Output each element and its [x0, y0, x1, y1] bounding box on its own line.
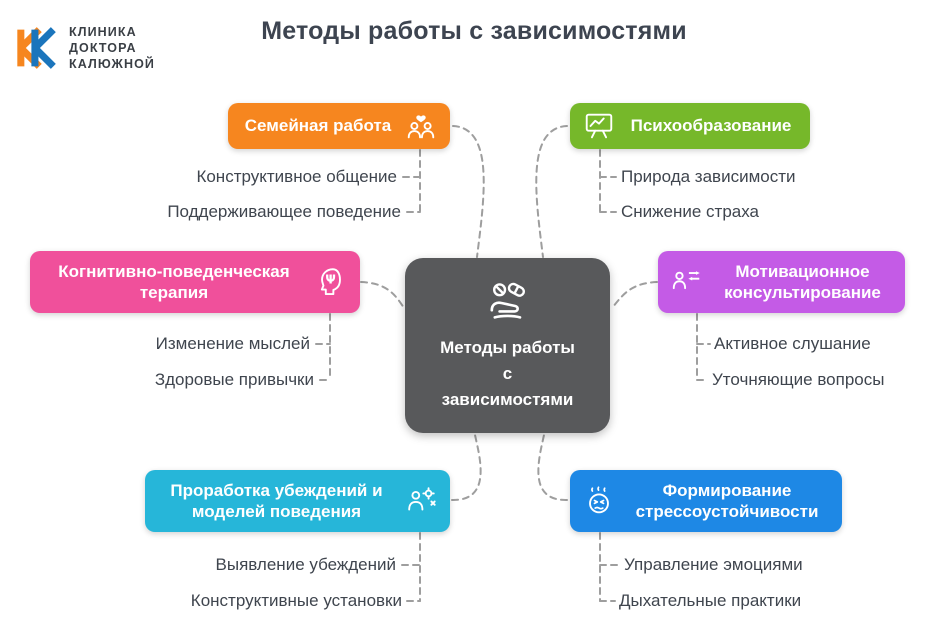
- beliefs-sub-item-1: Выявление убеждений: [215, 555, 396, 574]
- head-psi-icon: Ψ: [320, 268, 341, 296]
- clinic-logo-text: КЛИНИКА ДОКТОРА КАЛЮЖНОЙ: [69, 24, 155, 73]
- connector-psychoeducation-center: [535, 125, 568, 258]
- branch-psychoeducation-label: Психообразование: [630, 116, 792, 136]
- stress-sub-item-2: Дыхательные практики: [619, 591, 802, 610]
- family-sub-item-2: Поддерживающее поведение: [167, 202, 401, 221]
- branch-stress: Формирование стрессоустойчивости: [570, 470, 842, 532]
- connector-cbt-center: [360, 281, 405, 309]
- counseling-arrows-icon: [672, 271, 700, 290]
- connectors-group: [315, 125, 711, 602]
- center-label-line-2: с: [502, 363, 513, 383]
- center-node: Методы работы с зависимостями: [405, 258, 610, 433]
- branch-motivational-label-line-2: консультирование: [724, 283, 881, 302]
- branch-motivational-label-line-1: Мотивационное: [735, 261, 870, 281]
- cbt-sub-item-1: Изменение мыслей: [155, 334, 310, 353]
- center-label-line-1: Методы работы: [440, 337, 575, 357]
- stressed-face-icon: [589, 486, 609, 514]
- motivational-sub-item-2: Уточняющие вопросы: [712, 370, 885, 389]
- connector-motivational-center: [611, 281, 658, 309]
- svg-text:Ψ: Ψ: [325, 272, 335, 286]
- psychoeducation-sub-item-1: Природа зависимости: [621, 167, 796, 186]
- psychoeducation-sub-item-2: Снижение страха: [621, 202, 760, 221]
- page-title: Методы работы с зависимостями: [261, 17, 687, 45]
- logo-line-1: КЛИНИКА: [69, 24, 137, 39]
- branch-psychoeducation: Психообразование: [570, 103, 810, 149]
- center-label: Методы работы с зависимостями: [440, 335, 575, 413]
- branch-motivational: Мотивационное консультирование: [658, 251, 905, 313]
- center-label-line-3: зависимостями: [441, 389, 574, 409]
- connector-stress-center: [537, 434, 568, 502]
- logo-line-3: КАЛЮЖНОЙ: [69, 57, 155, 72]
- branch-family-label: Семейная работа: [244, 116, 392, 136]
- branch-cbt-label-line-1: Когнитивно-поведенческая: [58, 261, 290, 281]
- family-sub-item-1: Конструктивное общение: [196, 167, 397, 186]
- connector-beliefs-center: [451, 434, 482, 502]
- branch-cbt-label-line-2: терапия: [139, 283, 209, 302]
- branch-cbt-label: Когнитивно-поведенческая терапия: [42, 261, 306, 304]
- branch-cbt: Когнитивно-поведенческая терапия Ψ: [30, 251, 360, 313]
- person-settings-icon: [408, 487, 436, 511]
- clinic-logo-mark: [17, 27, 56, 69]
- branch-stress-label-line-1: Формирование: [662, 480, 792, 500]
- clinic-logo: КЛИНИКА ДОКТОРА КАЛЮЖНОЙ: [10, 22, 155, 74]
- beliefs-sub-item-2: Конструктивные установки: [190, 591, 402, 610]
- connector-family-center: [452, 125, 485, 258]
- branch-beliefs: Проработка убеждений и моделей поведения: [145, 470, 450, 532]
- branch-stress-label: Формирование стрессоустойчивости: [624, 480, 830, 523]
- logo-line-2: ДОКТОРА: [69, 40, 137, 55]
- branch-family: Семейная работа: [228, 103, 450, 149]
- family-heart-icon: [407, 115, 435, 139]
- education-board-icon: [585, 113, 613, 139]
- cbt-sub-item-2: Здоровые привычки: [154, 370, 314, 389]
- motivational-sub-item-1: Активное слушание: [714, 334, 871, 353]
- branch-beliefs-label: Проработка убеждений и моделей поведения: [157, 480, 396, 523]
- branch-beliefs-label-line-2: моделей поведения: [191, 502, 362, 521]
- branch-stress-label-line-2: стрессоустойчивости: [635, 502, 819, 521]
- branch-beliefs-label-line-1: Проработка убеждений и: [170, 480, 383, 500]
- logo-k-blue: [31, 27, 56, 69]
- stress-sub-item-1: Управление эмоциями: [624, 555, 803, 574]
- branch-motivational-label: Мотивационное консультирование: [712, 261, 893, 304]
- hand-with-pills-icon: [489, 282, 525, 319]
